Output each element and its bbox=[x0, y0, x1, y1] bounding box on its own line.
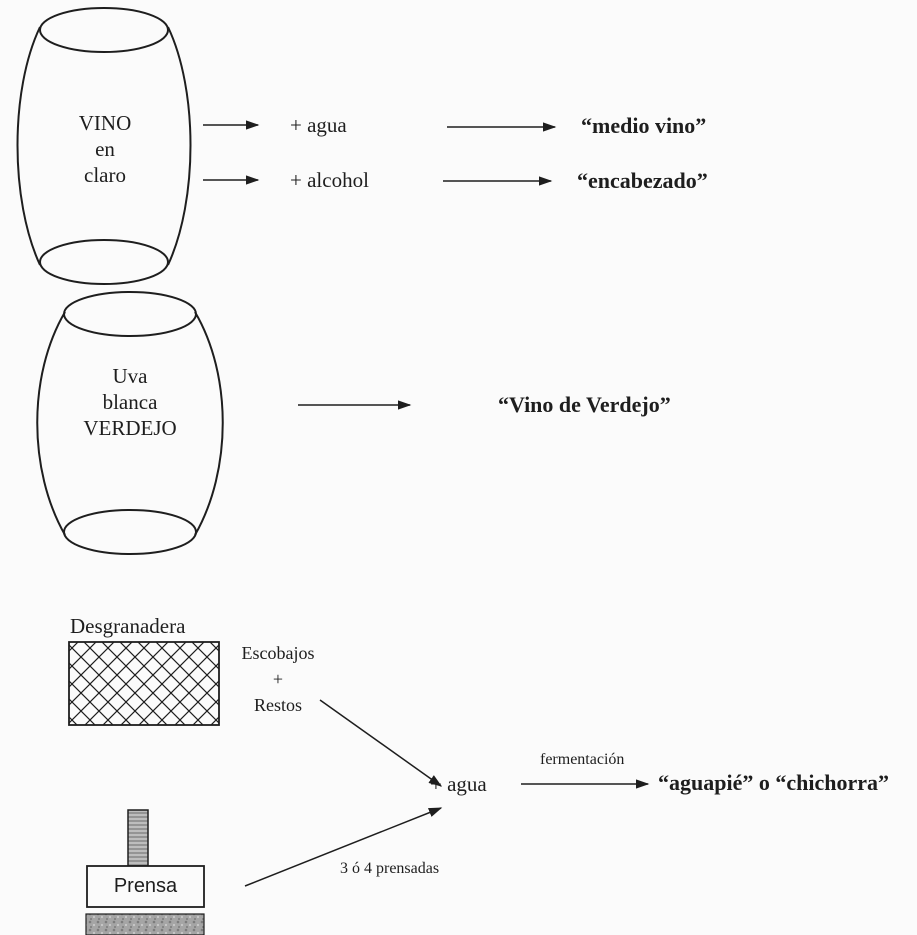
barrel2-label: Uva blanca VERDEJO bbox=[80, 363, 180, 441]
barrel2-line1: Uva bbox=[112, 364, 148, 388]
label-agua-process: + agua bbox=[430, 772, 487, 796]
label-restos: Restos bbox=[253, 695, 302, 715]
op-alcohol: + alcohol bbox=[290, 168, 369, 192]
barrel1-line3: claro bbox=[84, 163, 126, 187]
label-prensadas: 3 ó 4 prensadas bbox=[340, 860, 440, 877]
op-agua: + agua bbox=[290, 113, 347, 137]
result-aguapie-chichorra: “aguapié” o “chichorra” bbox=[658, 770, 889, 795]
press-rod bbox=[127, 809, 149, 867]
barrel1-line2: en bbox=[95, 137, 115, 161]
label-fermentacion: fermentación bbox=[540, 751, 625, 768]
result-encabezado: “encabezado” bbox=[577, 168, 708, 193]
result-vino-de-verdejo: “Vino de Verdejo” bbox=[498, 392, 671, 417]
label-plus: + bbox=[272, 669, 284, 689]
label-prensa: Prensa bbox=[113, 875, 178, 897]
barrel-vino-en-claro bbox=[16, 7, 192, 285]
arrow-escobajos-to-agua bbox=[319, 699, 443, 787]
barrel2-line3: VERDEJO bbox=[83, 416, 177, 440]
label-desgranadera: Desgranadera bbox=[70, 614, 186, 638]
arrow-prensa-to-agua bbox=[244, 807, 443, 887]
barrel1-label: VINO en claro bbox=[70, 110, 140, 188]
label-escobajos: Escobajos bbox=[241, 643, 315, 663]
escobajos-restos-label: Escobajos + Restos bbox=[228, 640, 328, 718]
barrel-uva-blanca-verdejo bbox=[36, 291, 224, 555]
desgranadera-box bbox=[68, 641, 220, 726]
barrel1-line1: VINO bbox=[78, 111, 132, 135]
press-box bbox=[86, 865, 205, 908]
press-grape-tile bbox=[85, 913, 205, 935]
result-medio-vino: “medio vino” bbox=[581, 113, 707, 138]
barrel2-line2: blanca bbox=[102, 390, 158, 414]
